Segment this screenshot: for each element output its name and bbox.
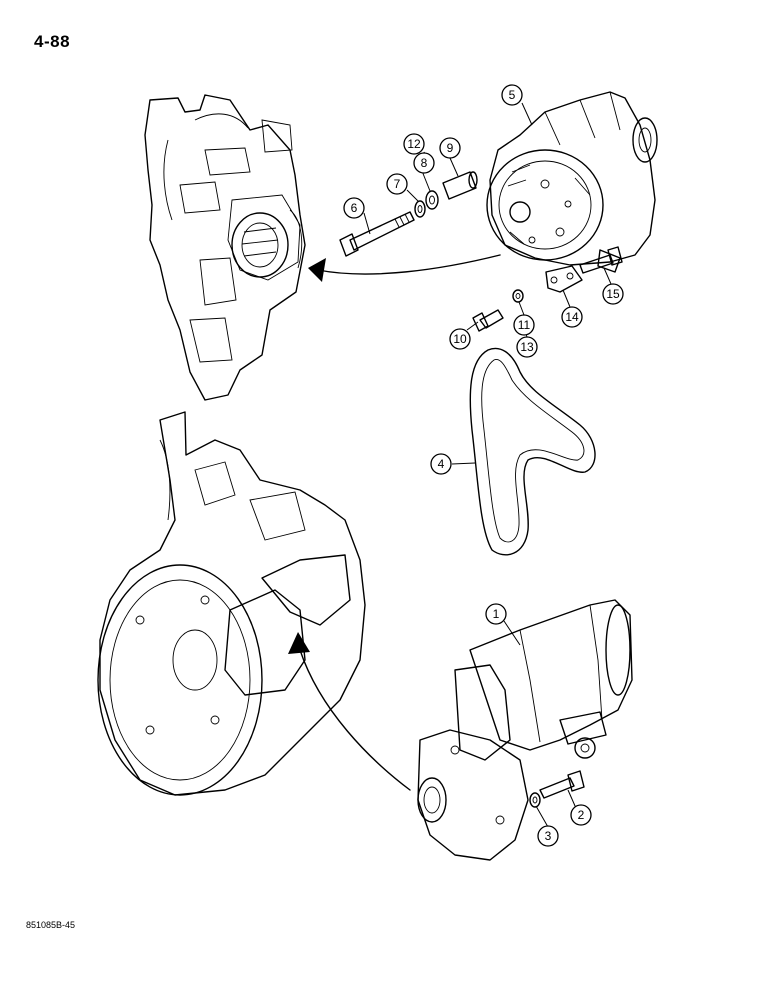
svg-text:7: 7 <box>394 177 401 191</box>
callout-2: 2 <box>570 804 592 826</box>
svg-text:5: 5 <box>509 88 516 102</box>
bolt-6 <box>339 211 415 257</box>
callout-9: 9 <box>439 137 461 159</box>
alternator <box>486 91 658 273</box>
callout-15: 15 <box>602 283 624 305</box>
callout-4: 4 <box>430 453 452 475</box>
svg-text:1: 1 <box>493 607 500 621</box>
bolt-2 <box>539 770 585 799</box>
svg-text:6: 6 <box>351 201 358 215</box>
callout-7: 7 <box>386 173 408 195</box>
callout-10: 10 <box>449 328 471 350</box>
svg-text:3: 3 <box>545 829 552 843</box>
drive-belt <box>469 347 596 556</box>
svg-text:10: 10 <box>453 332 467 346</box>
callout-8: 8 <box>413 152 435 174</box>
page-number: 4-88 <box>34 32 71 51</box>
svg-text:11: 11 <box>518 318 531 332</box>
starter-install-arrow <box>299 649 411 791</box>
callout-11: 11 <box>513 314 535 336</box>
bolt-15 <box>579 246 623 274</box>
callout-5: 5 <box>501 84 523 106</box>
callout-14: 14 <box>561 306 583 328</box>
leader-lines <box>363 102 612 828</box>
washer-7 <box>414 200 426 218</box>
svg-text:13: 13 <box>520 340 534 354</box>
svg-text:15: 15 <box>606 287 620 301</box>
arrow-head <box>288 632 310 654</box>
starter-motor <box>417 599 633 861</box>
svg-text:2: 2 <box>578 808 585 822</box>
bracket-14 <box>545 265 583 293</box>
lower-engine-view <box>97 411 366 796</box>
svg-text:8: 8 <box>421 156 428 170</box>
callout-6: 6 <box>343 197 365 219</box>
callout-1: 1 <box>485 603 507 625</box>
washer-8 <box>425 190 439 210</box>
svg-text:4: 4 <box>438 457 445 471</box>
callout-12: 12 <box>403 133 425 155</box>
washer-3 <box>529 792 541 808</box>
callout-3: 3 <box>537 825 559 847</box>
document-code: 851085B-45 <box>26 920 76 930</box>
callout-13: 13 <box>516 336 538 358</box>
svg-text:12: 12 <box>407 137 421 151</box>
washer-11 <box>512 289 524 303</box>
svg-text:9: 9 <box>447 141 454 155</box>
upper-engine-view <box>144 94 306 401</box>
svg-text:14: 14 <box>565 310 579 324</box>
bushing-9 <box>442 171 478 200</box>
bolt-10 <box>472 309 504 332</box>
alternator-install-arrow <box>317 254 501 275</box>
arrow-head <box>308 258 326 282</box>
